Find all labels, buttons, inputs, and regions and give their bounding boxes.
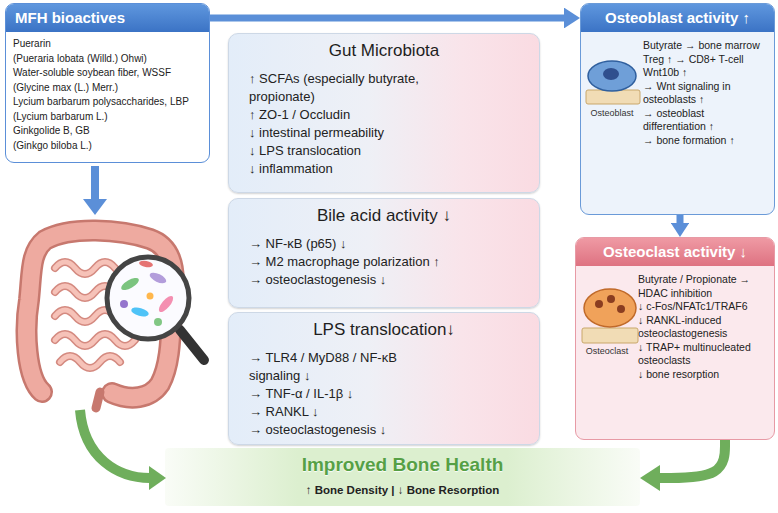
intestine-illustration (96, 392, 100, 408)
intestine-illustration (27, 230, 174, 397)
box-heading: MFH bioactives (6, 4, 209, 32)
list-item: (Lycium barbarum L.) (13, 110, 206, 125)
outcome-arrow (80, 410, 150, 478)
box-heading: Gut Microbiota (229, 37, 539, 65)
osteoclast-illustration (582, 328, 638, 343)
flow-arrow (677, 215, 684, 223)
list-item: Ginkgolide B, GB (13, 124, 206, 139)
intake-arrow (91, 166, 99, 200)
source-box: Puerarin(Pueraria lobata (Willd.) Ohwi)W… (5, 3, 210, 163)
list-item: ↓ inflammation (249, 160, 481, 178)
osteoclast-illustration (607, 295, 615, 303)
text-body: ↑ SCFAs (especially butyrate, propionate… (249, 70, 481, 178)
osteoclast-illustration (582, 289, 638, 343)
list-item: → RANKL ↓ (249, 403, 449, 421)
list-item: ↓ c-Fos/NFATc1/TRAF6 (638, 300, 771, 314)
text-body: Butyrate / Propionate → HDAC inhibition↓… (638, 273, 771, 381)
list-item: → NF-κB (p65) ↓ (249, 235, 499, 253)
list-item: → osteoclastogenesis ↓ (249, 271, 499, 289)
effect-box: Butyrate → bone marrow Treg ↑ → CD8+ T-c… (580, 3, 775, 215)
magnifier-illustration (130, 306, 149, 318)
text-body: Butyrate → bone marrow Treg ↑ → CD8+ T-c… (643, 39, 769, 147)
list-item: (Ginkgo biloba L.) (13, 139, 206, 154)
list-item: ↓ intestinal permeability (249, 124, 481, 142)
magnifier-illustration (119, 276, 140, 293)
cell-label: Osteoblast (583, 108, 641, 118)
list-item: ↓ TRAP+ multinucleated osteoclasts (638, 341, 771, 368)
magnifier-illustration (147, 293, 154, 300)
list-item: ↓ bone resorption (638, 368, 771, 382)
list-item: → osteoclastogenesis ↓ (249, 421, 449, 439)
flow-arrow (660, 440, 725, 478)
box-heading: Bile acid activity ↓ (229, 202, 539, 230)
list-item: ↑ SCFAs (especially butyrate, propionate… (249, 70, 481, 106)
intestine-illustration (55, 262, 135, 368)
list-item: (Pueraria lobata (Willd.) Ohwi) (13, 52, 206, 67)
box-heading: Improved Bone Health (165, 454, 640, 476)
magnifier-illustration (107, 257, 189, 339)
list-item: ↑ Bone Density | ↓ Bone Resorption (165, 484, 640, 496)
list-item: → TNF-α / IL-1β ↓ (249, 385, 449, 403)
list-item: Water-soluble soybean fiber, WSSF (13, 66, 206, 81)
mechanism-panel: ↑ SCFAs (especially butyrate, propionate… (228, 33, 540, 193)
intestine-illustration (55, 262, 135, 368)
magnifier-illustration (154, 318, 162, 326)
magnifier-illustration (148, 271, 168, 286)
osteoclast-illustration (595, 300, 603, 308)
outcome-arrow (149, 466, 166, 490)
list-item: Butyrate / Propionate → HDAC inhibition (638, 273, 771, 300)
magnifier-illustration (120, 300, 128, 308)
list-item: ↓ RANKL-induced osteoclastogenesis (638, 314, 771, 341)
intake-arrow (83, 199, 107, 215)
text-body: Puerarin(Pueraria lobata (Willd.) Ohwi)W… (13, 37, 206, 153)
effect-box: Butyrate / Propionate → HDAC inhibition↓… (575, 237, 775, 440)
osteoclast-illustration (584, 289, 636, 327)
list-item: ↑ ZO-1 / Occludin (249, 106, 481, 124)
list-item: Butyrate → bone marrow Treg ↑ → CD8+ T-c… (643, 39, 769, 80)
mechanism-panel: → NF-κB (p65) ↓→ M2 macrophage polarizat… (228, 198, 540, 308)
magnifier-illustration (180, 330, 204, 360)
list-item: (Glycine max (L.) Merr.) (13, 81, 206, 96)
box-heading: Osteoclast activity ↓ (576, 238, 774, 266)
list-item: → bone formation ↑ (643, 134, 769, 148)
box-heading: LPS translocation↓ (229, 316, 539, 344)
magnifier-illustration (157, 294, 176, 314)
flow-arrow (210, 15, 564, 22)
intake-arrow (83, 166, 107, 215)
text-body: → NF-κB (p65) ↓→ M2 macrophage polarizat… (249, 235, 499, 289)
mechanism-panel: → TLR4 / MyD88 / NF-κB signaling ↓→ TNF-… (228, 312, 540, 445)
cell-label: Osteoclast (578, 346, 636, 356)
text-body: ↑ Bone Density | ↓ Bone Resorption (165, 484, 640, 496)
intestine-illustration (27, 230, 174, 397)
intestine-illustration (27, 230, 174, 408)
list-item: Puerarin (13, 37, 206, 52)
magnifier-illustration (107, 257, 204, 360)
list-item: → M2 macrophage polarization ↑ (249, 253, 499, 271)
osteoblast-illustration (588, 61, 636, 91)
list-item: → osteoblast differentiation ↑ (643, 107, 769, 134)
osteoclast-illustration (617, 305, 625, 313)
list-item: → Wnt signaling in osteoblasts ↑ (643, 80, 769, 107)
magnifier-illustration (139, 260, 154, 268)
outcome-band: ↑ Bone Density | ↓ Bone Resorption Improv… (165, 448, 640, 506)
list-item: → TLR4 / MyD88 / NF-κB signaling ↓ (249, 349, 449, 385)
osteoblast-illustration (586, 90, 640, 104)
box-heading: Osteoblast activity ↑ (581, 4, 774, 32)
text-body: → TLR4 / MyD88 / NF-κB signaling ↓→ TNF-… (249, 349, 449, 439)
osteoblast-illustration (586, 61, 640, 104)
outcome-arrow (80, 410, 166, 490)
osteoblast-illustration (603, 68, 619, 80)
list-item: Lycium barbarum polysaccharides, LBP (13, 95, 206, 110)
list-item: ↓ LPS translocation (249, 142, 481, 160)
